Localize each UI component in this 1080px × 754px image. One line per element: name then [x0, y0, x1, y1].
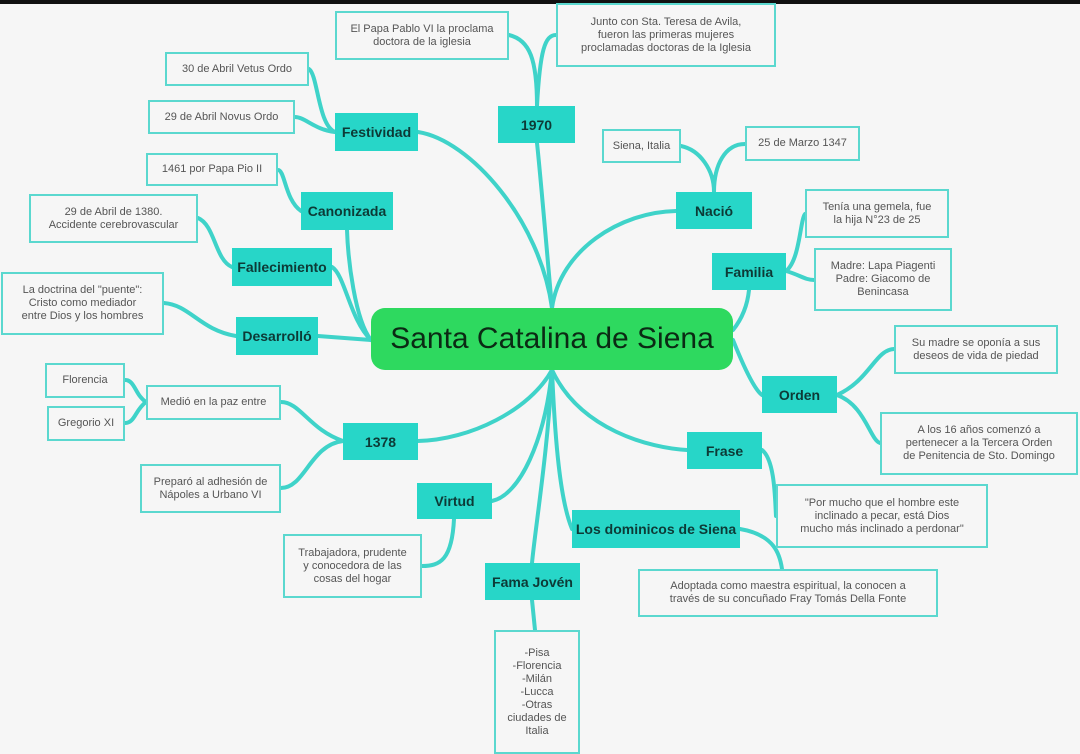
- leaf-gemela[interactable]: Tenía una gemela, fue la hija N°23 de 25: [805, 189, 949, 238]
- leaf-adoptada[interactable]: Adoptada como maestra espiritual, la con…: [638, 569, 938, 617]
- link-fallecimiento: [330, 265, 373, 342]
- node-desarrollo[interactable]: Desarrolló: [236, 317, 318, 355]
- link-orden: [731, 338, 764, 397]
- link-virtud: [490, 368, 554, 503]
- link-fama: [530, 368, 554, 565]
- link-nacio: [550, 209, 678, 310]
- node-dominicos[interactable]: Los dominicos de Siena: [572, 510, 740, 548]
- link-frase: [550, 368, 689, 452]
- leaf-muerte[interactable]: 29 de Abril de 1380. Accidente cerebrova…: [29, 194, 198, 243]
- node-fama-joven[interactable]: Fama Jovén: [485, 563, 580, 600]
- node-frase[interactable]: Frase: [687, 432, 762, 469]
- leaf-trabajadora[interactable]: Trabajadora, prudente y conocedora de la…: [283, 534, 422, 598]
- leaf-florencia[interactable]: Florencia: [45, 363, 125, 398]
- central-topic[interactable]: Santa Catalina de Siena: [371, 308, 733, 370]
- leaf-padres[interactable]: Madre: Lapa Piagenti Padre: Giacomo de B…: [814, 248, 952, 311]
- node-nacio[interactable]: Nació: [676, 192, 752, 229]
- leaf-pablo-vi[interactable]: El Papa Pablo VI la proclama doctora de …: [335, 11, 509, 60]
- node-fallecimiento[interactable]: Fallecimiento: [232, 248, 332, 286]
- node-canonizada[interactable]: Canonizada: [301, 192, 393, 230]
- leaf-medio-paz[interactable]: Medió en la paz entre: [146, 385, 281, 420]
- leaf-fecha-nacimiento[interactable]: 25 de Marzo 1347: [745, 126, 860, 161]
- node-1378[interactable]: 1378: [343, 423, 418, 460]
- node-orden[interactable]: Orden: [762, 376, 837, 413]
- leaf-lugar-nacimiento[interactable]: Siena, Italia: [602, 129, 681, 163]
- link-desarrollo: [316, 334, 373, 342]
- node-virtud[interactable]: Virtud: [417, 483, 492, 519]
- link-dominicos: [550, 368, 574, 531]
- node-1970[interactable]: 1970: [498, 106, 575, 143]
- leaf-novus-ordo[interactable]: 29 de Abril Novus Ordo: [148, 100, 295, 134]
- node-familia[interactable]: Familia: [712, 253, 786, 290]
- leaf-gregorio-xi[interactable]: Gregorio XI: [47, 406, 125, 441]
- node-festividad[interactable]: Festividad: [335, 113, 418, 151]
- leaf-napoles[interactable]: Preparó al adhesión de Nápoles a Urbano …: [140, 464, 281, 513]
- leaf-pio-ii[interactable]: 1461 por Papa Pio II: [146, 153, 278, 186]
- link-familia: [731, 288, 751, 332]
- leaf-vetus-ordo[interactable]: 30 de Abril Vetus Ordo: [165, 52, 309, 86]
- leaf-ciudades[interactable]: -Pisa -Florencia -Milán -Lucca -Otras ci…: [494, 630, 580, 754]
- link-festividad: [416, 130, 554, 310]
- leaf-frase-cita[interactable]: "Por mucho que el hombre este inclinado …: [776, 484, 988, 548]
- leaf-teresa-avila[interactable]: Junto con Sta. Teresa de Avila, fueron l…: [556, 3, 776, 67]
- link-1970: [535, 141, 554, 310]
- leaf-doctrina-puente[interactable]: La doctrina del "puente": Cristo como me…: [1, 272, 164, 335]
- link-1378: [416, 368, 554, 443]
- leaf-tercera-orden[interactable]: A los 16 años comenzó a pertenecer a la …: [880, 412, 1078, 475]
- top-bar: [0, 0, 1080, 4]
- leaf-madre-oponia[interactable]: Su madre se oponía a sus deseos de vida …: [894, 325, 1058, 374]
